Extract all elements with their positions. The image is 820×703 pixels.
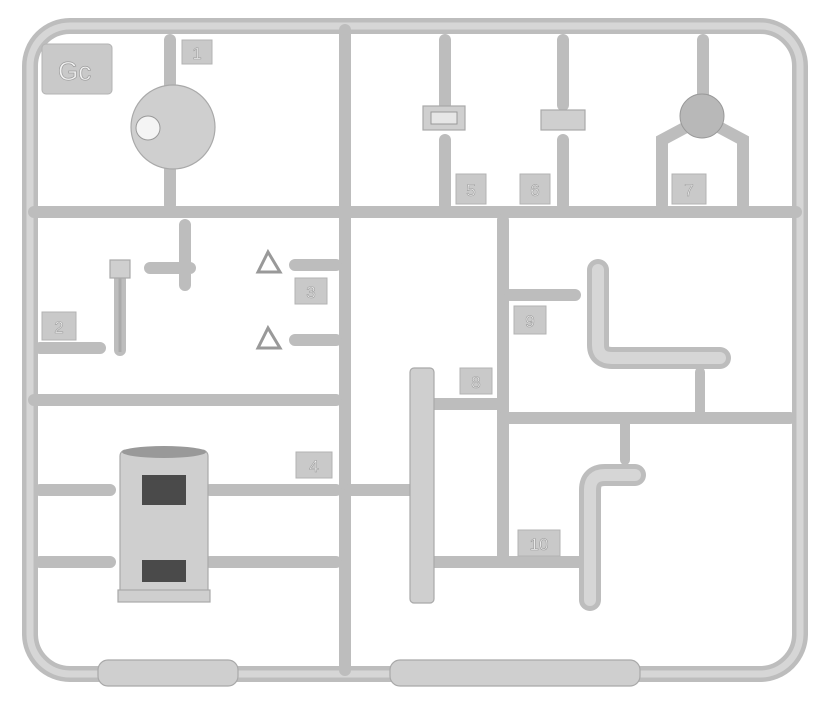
sprue-letter: Gc: [58, 56, 91, 86]
part-label-4: 4: [309, 457, 318, 476]
part-label-1: 1: [192, 44, 201, 63]
part-2: 2: [34, 219, 196, 356]
part-label-5: 5: [466, 181, 475, 200]
part-5: 5: [422, 34, 487, 211]
part-10: 10: [517, 419, 646, 611]
part-9: 9: [513, 259, 731, 417]
part-4: 4: [34, 446, 342, 603]
part-label-2: 2: [54, 318, 63, 337]
part-1: 1: [130, 34, 216, 211]
part-label-10: 10: [530, 535, 549, 554]
part-label-8: 8: [471, 373, 480, 392]
sprue-frame: [22, 18, 808, 687]
part-label-7: 7: [684, 181, 693, 200]
part-label-9: 9: [525, 312, 534, 331]
part-8: 8: [409, 367, 493, 604]
part-3: 3: [255, 248, 342, 350]
part-label-6: 6: [530, 181, 539, 200]
part-6: 6: [519, 34, 586, 211]
part-7: 7: [656, 34, 749, 211]
part-label-3: 3: [306, 283, 315, 302]
sprue-letter-tag: Gc: [41, 43, 113, 95]
